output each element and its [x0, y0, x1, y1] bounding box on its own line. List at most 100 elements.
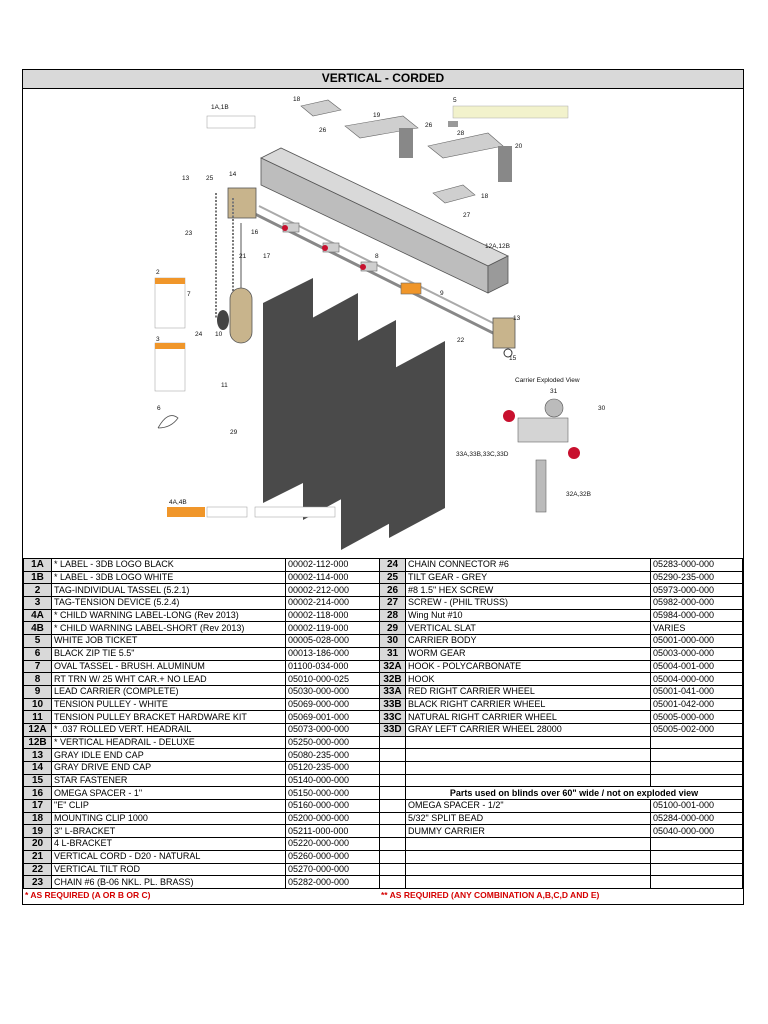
callout-16: 16 — [251, 229, 259, 236]
item-number: 23 — [23, 875, 52, 889]
item-number: 19 — [23, 824, 52, 839]
callout-24: 24 — [195, 331, 203, 338]
item-number — [379, 799, 406, 813]
callout-carrier-exploded: Carrier Exploded View — [515, 377, 580, 384]
callout-9: 9 — [440, 290, 444, 297]
item-description: WHITE JOB TICKET — [51, 634, 286, 648]
part-number — [650, 875, 743, 889]
part-number: 05282-000-000 — [285, 875, 380, 889]
part-number: 05290-235-000 — [650, 570, 743, 585]
item-description: VERTICAL TILT ROD — [51, 862, 286, 877]
part-number: 05004-001-000 — [650, 659, 743, 674]
tension-pulley — [229, 287, 253, 344]
item-number: 12A — [23, 722, 52, 737]
item-description: GRAY LEFT CARRIER WHEEL 28000 — [405, 722, 651, 737]
carrier-exploded-view — [503, 398, 580, 513]
item-number — [379, 735, 406, 750]
item-description — [405, 862, 651, 877]
part-number: 05283-000-000 — [650, 558, 743, 572]
item-number: 24 — [379, 558, 406, 572]
part-number — [650, 837, 743, 851]
callout-27: 27 — [463, 212, 471, 219]
item-number — [379, 748, 406, 762]
item-description: TENSION PULLEY BRACKET HARDWARE KIT — [51, 710, 286, 724]
item-description: OVAL TASSEL - BRUSH. ALUMINUM — [51, 659, 286, 674]
callout-2: 2 — [156, 269, 160, 276]
part-number: 00002-119-000 — [285, 621, 380, 636]
callout-28: 28 — [457, 130, 465, 137]
part-number: 00002-212-000 — [285, 583, 380, 598]
item-number: 13 — [23, 748, 52, 762]
item-description: RT TRN W/ 25 WHT CAR.+ NO LEAD — [51, 672, 286, 686]
callout-20: 20 — [515, 143, 523, 150]
job-ticket — [452, 105, 569, 119]
item-description: 5/32" SPLIT BEAD — [405, 811, 651, 826]
tilt-rod — [252, 211, 514, 345]
callout-labels: 1A,1B 18 5 19 26 26 28 20 14 13 25 18 27… — [156, 96, 606, 506]
item-description: OMEGA SPACER - 1/2" — [405, 799, 651, 813]
item-description: RED RIGHT CARRIER WHEEL — [405, 684, 651, 699]
item-number — [379, 862, 406, 877]
item-description: * LABEL - 3DB LOGO WHITE — [51, 570, 286, 585]
callout-30: 30 — [598, 405, 606, 412]
callout-21: 21 — [239, 253, 247, 260]
item-number: 8 — [23, 672, 52, 686]
item-number: 14 — [23, 761, 52, 775]
item-description: TAG-INDIVIDUAL TASSEL (5.2.1) — [51, 583, 286, 598]
logo-label — [206, 115, 256, 129]
callout-4a4b: 4A,4B — [169, 499, 187, 506]
item-number: 28 — [379, 608, 406, 623]
item-number: 1B — [23, 570, 52, 585]
item-description: * VERTICAL HEADRAIL - DELUXE — [51, 735, 286, 750]
part-number: 00002-214-000 — [285, 596, 380, 610]
item-number — [379, 773, 406, 788]
item-description: Wing Nut #10 — [405, 608, 651, 623]
item-description: TILT GEAR - GREY — [405, 570, 651, 585]
item-number — [379, 761, 406, 775]
part-number: 05270-000-000 — [285, 862, 380, 877]
part-number: 05030-000-000 — [285, 684, 380, 699]
item-description: BLACK ZIP TIE 5.5" — [51, 646, 286, 661]
item-number: 2 — [23, 583, 52, 598]
callout-32: 32A,32B — [566, 491, 591, 498]
part-number: 05005-000-000 — [650, 710, 743, 724]
item-description: WORM GEAR — [405, 646, 651, 661]
item-description: OMEGA SPACER - 1" — [51, 786, 286, 801]
item-number — [379, 849, 406, 864]
callout-15: 15 — [509, 355, 517, 362]
item-number: 31 — [379, 646, 406, 661]
item-description: TENSION PULLEY - WHITE — [51, 697, 286, 712]
part-number: 05100-001-000 — [650, 799, 743, 813]
item-number: 3 — [23, 596, 52, 610]
item-number: 10 — [23, 697, 52, 712]
mounting-brackets — [300, 99, 512, 204]
part-number — [650, 849, 743, 864]
section-heading: Parts used on blinds over 60" wide / not… — [405, 786, 743, 801]
callout-31: 31 — [550, 388, 558, 395]
callout-33: 33A,33B,33C,33D — [456, 451, 509, 458]
item-number: 18 — [23, 811, 52, 826]
callout-14: 14 — [229, 171, 237, 178]
idle-end-cap — [492, 317, 516, 358]
part-number: 05069-001-000 — [285, 710, 380, 724]
item-description: CHAIN CONNECTOR #6 — [405, 558, 651, 572]
item-description — [405, 773, 651, 788]
callout-8: 8 — [375, 253, 379, 260]
callout-13: 13 — [182, 175, 190, 182]
exploded-view-diagram: 1A,1B 18 5 19 26 26 28 20 14 13 25 18 27… — [23, 88, 742, 558]
item-description: "E" CLIP — [51, 799, 286, 813]
item-number — [379, 875, 406, 889]
item-description: BLACK RIGHT CARRIER WHEEL — [405, 697, 651, 712]
